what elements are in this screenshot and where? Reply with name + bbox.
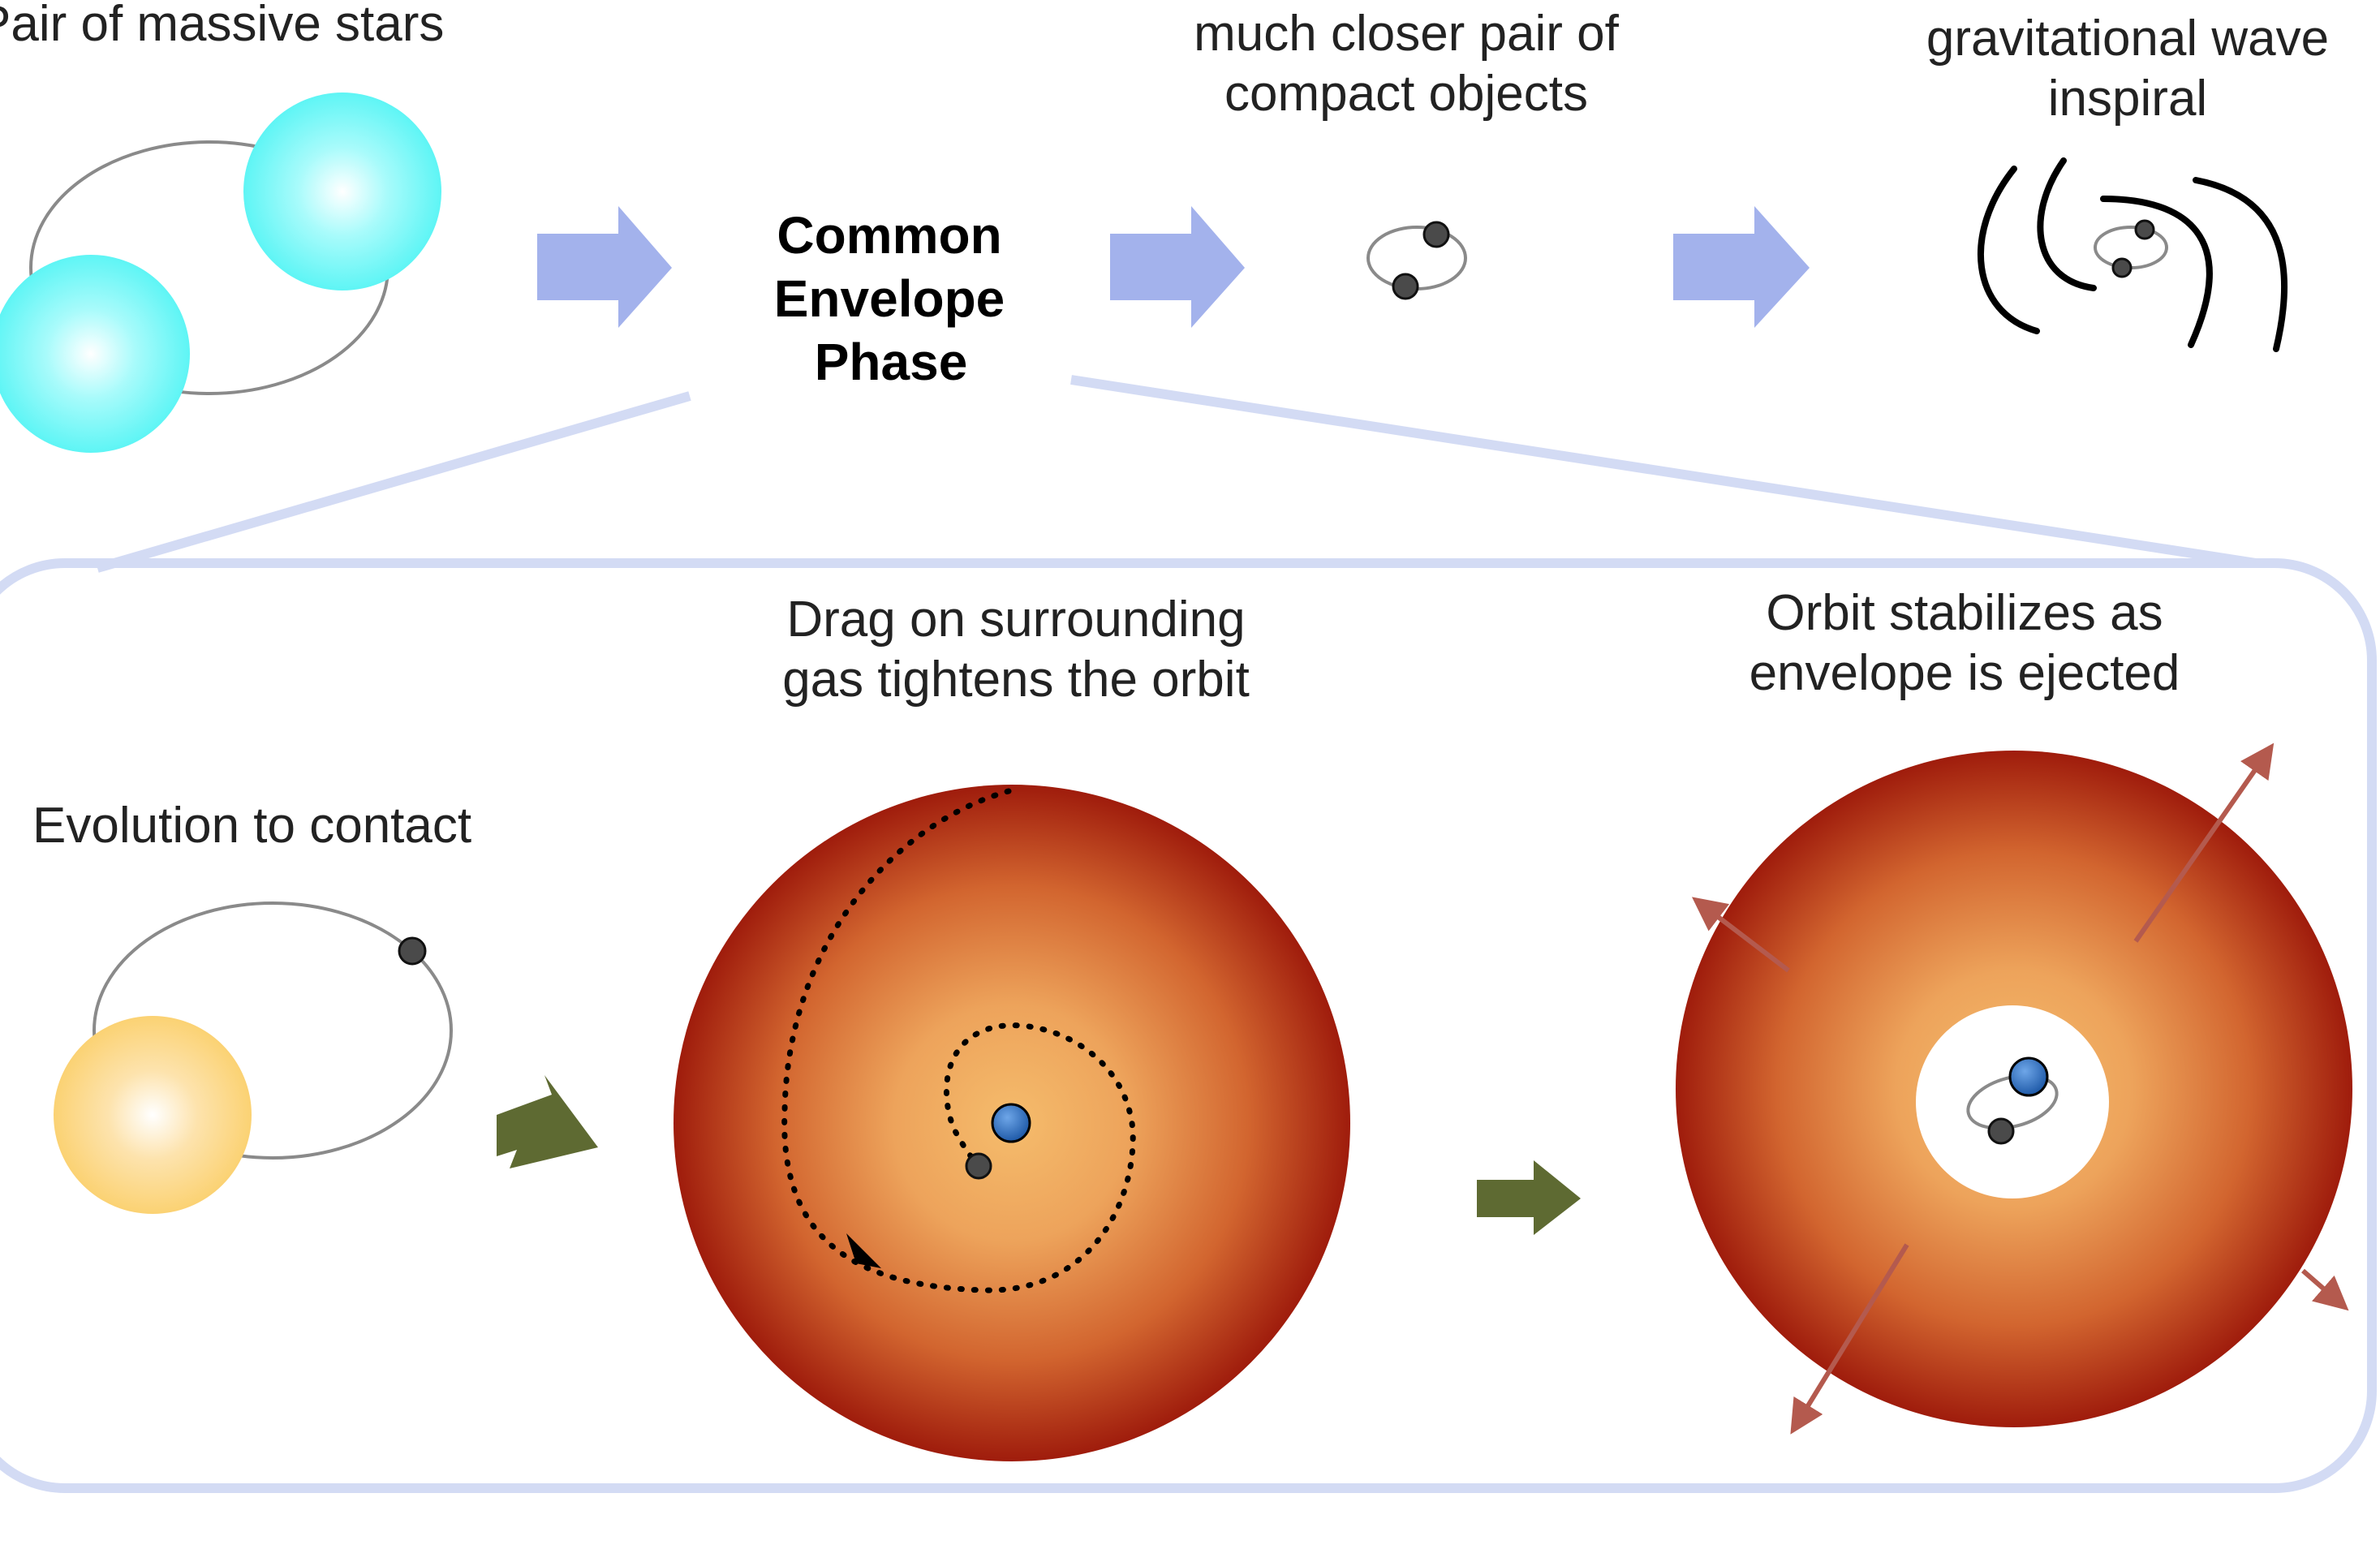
label-orbit-stabilizes-line1: Orbit stabilizes as bbox=[1766, 585, 2163, 641]
zoom-line-left bbox=[96, 391, 691, 573]
label-drag-line2: gas tightens the orbit bbox=[782, 652, 1250, 708]
inspiralling-object bbox=[965, 1152, 992, 1180]
compact-object-b bbox=[1392, 273, 1419, 300]
gw-wave-left-outer bbox=[1978, 166, 2040, 334]
compact-object-a bbox=[1422, 221, 1450, 248]
core-drag bbox=[991, 1103, 1031, 1143]
stable-compact-object bbox=[1987, 1117, 2015, 1145]
stage-compact-pair bbox=[1366, 221, 1467, 300]
stage-arrow-3 bbox=[1673, 206, 1810, 328]
ejecta-arrow-lower-left bbox=[1790, 1243, 1909, 1435]
spiral-path bbox=[781, 788, 1136, 1293]
giant-star bbox=[54, 1016, 252, 1214]
ejecta-arrow-upper-right bbox=[2133, 742, 2275, 943]
label-closer-pair-line2: compact objects bbox=[1224, 66, 1588, 122]
gw-wave-right-outer bbox=[2193, 177, 2288, 352]
zoom-frame bbox=[0, 375, 2377, 1493]
ejecta-arrow-upper-left bbox=[1691, 897, 1790, 973]
panel-drag-envelope bbox=[674, 785, 1350, 1461]
gw-wave-right-inner bbox=[2100, 196, 2213, 348]
massive-star-upper bbox=[243, 93, 441, 290]
label-common-envelope-line2: Envelope bbox=[774, 269, 1005, 328]
sub-arrow-1 bbox=[497, 1075, 598, 1168]
stage-arrow-1 bbox=[537, 206, 672, 328]
stage-massive-stars bbox=[0, 93, 441, 453]
contact-compact-object bbox=[398, 936, 427, 966]
gw-wave-left-inner bbox=[2037, 157, 2097, 291]
spiral-arrowhead bbox=[846, 1233, 881, 1268]
label-closer-pair-line1: much closer pair of bbox=[1194, 6, 1620, 62]
core-stable bbox=[2008, 1056, 2049, 1097]
sub-arrow-2 bbox=[1477, 1160, 1581, 1235]
zoom-line-right bbox=[1070, 375, 2257, 568]
inspiral-object-a bbox=[2134, 219, 2155, 240]
label-drag-line1: Drag on surrounding bbox=[786, 592, 1245, 648]
cleared-core-region bbox=[1916, 1005, 2109, 1198]
label-pair-of-massive-stars: Pair of massive stars bbox=[0, 0, 444, 52]
label-common-envelope-line3: Phase bbox=[815, 333, 968, 391]
stable-orbit bbox=[1966, 1074, 2059, 1130]
label-common-envelope-line1: Common bbox=[777, 206, 1001, 265]
stage-arrow-2 bbox=[1110, 206, 1245, 328]
contact-orbit bbox=[93, 901, 453, 1160]
inspiral-object-b bbox=[2111, 257, 2133, 278]
massive-star-lower bbox=[0, 255, 190, 453]
inspiral-orbit bbox=[2094, 226, 2168, 269]
label-gw-line2: inspiral bbox=[2048, 71, 2207, 127]
label-evolution-to-contact: Evolution to contact bbox=[32, 798, 471, 854]
panel-evolution-to-contact bbox=[54, 901, 453, 1214]
stage-gw-inspiral bbox=[1978, 157, 2288, 352]
label-orbit-stabilizes-line2: envelope is ejected bbox=[1749, 645, 2180, 701]
panel-envelope-ejection bbox=[1676, 742, 2352, 1435]
ejecta-arrow-lower-right bbox=[2301, 1268, 2349, 1311]
label-gw-line1: gravitational wave bbox=[1926, 11, 2329, 67]
zoom-panel bbox=[0, 558, 2377, 1493]
